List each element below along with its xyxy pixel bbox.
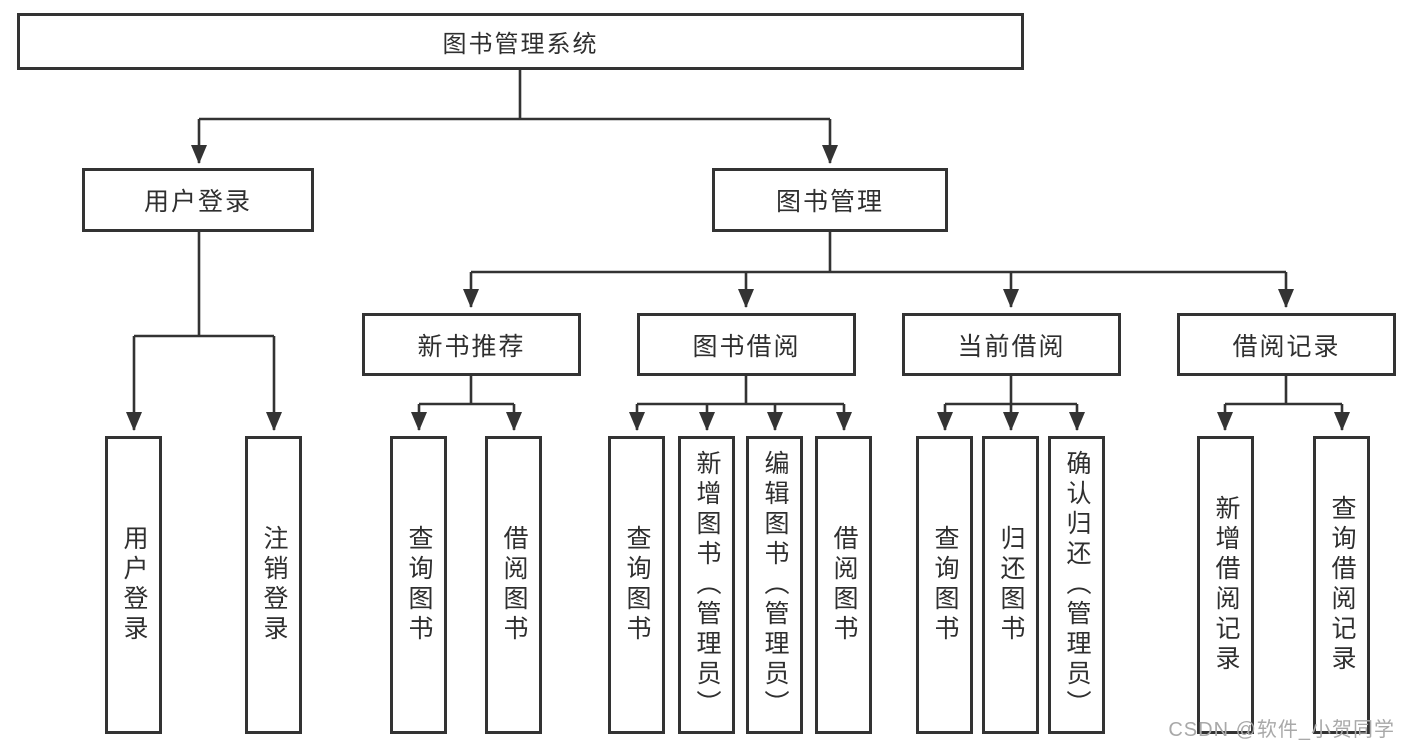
leaf-label: 借阅图书 — [830, 525, 858, 645]
leaf-label: 查询借阅记录 — [1328, 495, 1356, 675]
leaf-query-books-recommend: 查询图书 — [390, 436, 447, 734]
leaf-add-borrow-record: 新增借阅记录 — [1197, 436, 1254, 734]
leaf-edit-book-admin: 编辑图书（管理员） — [746, 436, 803, 734]
connector-book-borrow-split — [637, 376, 844, 406]
leaf-user-login: 用户登录 — [105, 436, 162, 734]
leaf-query-books-borrow: 查询图书 — [608, 436, 665, 734]
leaf-label: 用户登录 — [120, 525, 148, 645]
leaf-label: 确认归还（管理员） — [1063, 450, 1091, 720]
leaf-borrow-books: 借阅图书 — [815, 436, 872, 734]
node-book-management: 图书管理 — [712, 168, 948, 232]
leaf-logout: 注销登录 — [245, 436, 302, 734]
leaf-label: 新增图书（管理员） — [693, 450, 721, 720]
connector-user-login-split — [134, 232, 274, 338]
leaf-return-book: 归还图书 — [982, 436, 1039, 734]
connector-current-borrow-split — [945, 376, 1077, 406]
node-label: 当前借阅 — [957, 332, 1066, 361]
node-book-borrow: 图书借阅 — [637, 313, 856, 376]
leaf-label: 查询图书 — [623, 525, 651, 645]
leaf-label: 新增借阅记录 — [1212, 495, 1240, 675]
node-borrow-records: 借阅记录 — [1177, 313, 1396, 376]
node-new-books: 新书推荐 — [362, 313, 581, 376]
connector-new-books-split — [419, 376, 514, 406]
connector-root-split — [199, 70, 830, 121]
node-current-borrow: 当前借阅 — [902, 313, 1121, 376]
leaf-add-book-admin: 新增图书（管理员） — [678, 436, 735, 734]
leaf-confirm-return-admin: 确认归还（管理员） — [1048, 436, 1105, 734]
node-library-system: 图书管理系统 — [17, 13, 1024, 70]
leaf-query-borrow-record: 查询借阅记录 — [1313, 436, 1370, 734]
connector-book-management-split — [471, 232, 1286, 274]
leaf-borrow-books-recommend: 借阅图书 — [485, 436, 542, 734]
connector-borrow-records-split — [1225, 376, 1342, 406]
node-label: 用户登录 — [143, 188, 252, 216]
leaf-label: 编辑图书（管理员） — [761, 450, 789, 720]
leaf-label: 查询图书 — [931, 525, 959, 645]
leaf-label: 借阅图书 — [500, 525, 528, 645]
node-user-login: 用户登录 — [82, 168, 314, 232]
node-label: 图书管理系统 — [442, 31, 599, 58]
leaf-label: 归还图书 — [997, 525, 1025, 645]
leaf-label: 查询图书 — [405, 525, 433, 645]
csdn-watermark: CSDN @软件_小贺同学 — [1168, 719, 1395, 741]
leaf-query-books-current: 查询图书 — [916, 436, 973, 734]
node-label: 新书推荐 — [417, 332, 526, 361]
node-label: 图书借阅 — [692, 332, 801, 361]
node-label: 图书管理 — [775, 188, 884, 216]
node-label: 借阅记录 — [1232, 332, 1341, 361]
leaf-label: 注销登录 — [260, 525, 288, 645]
